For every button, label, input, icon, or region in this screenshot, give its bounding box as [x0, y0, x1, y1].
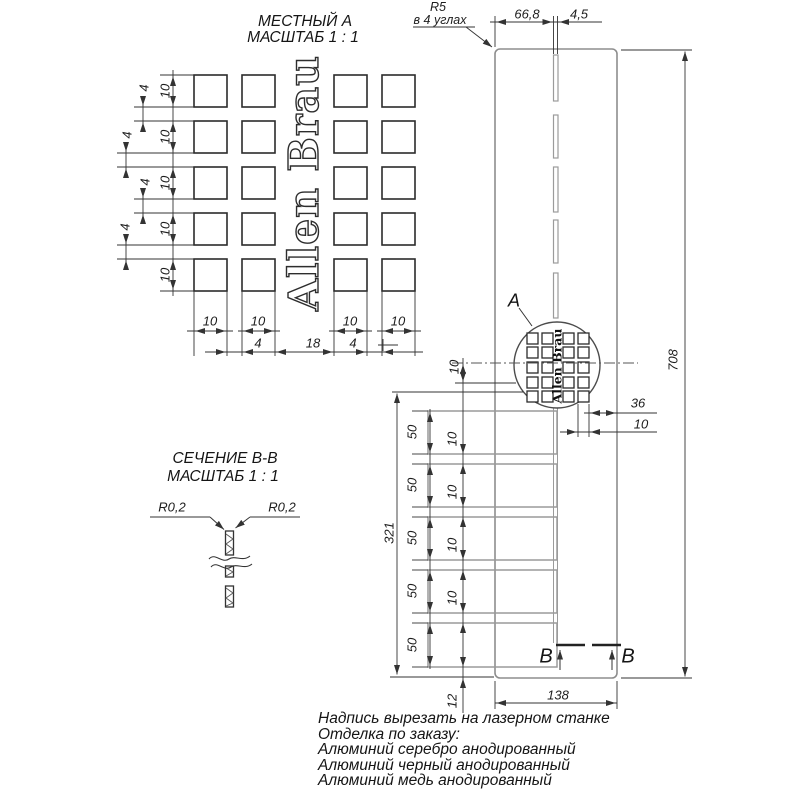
dim-col-gap-4: 4 — [349, 335, 357, 351]
section-mark-b-left: В — [539, 645, 553, 668]
dim-corner-radius: R5 — [430, 0, 446, 14]
note-line: Алюминий черный анодированный — [318, 756, 570, 774]
brand-logo-text-large: Allen Brau — [279, 54, 328, 311]
dim-col-10: 10 — [202, 313, 218, 329]
dim-50-slot: 50 — [404, 530, 420, 546]
dim-row-10: 10 — [157, 83, 173, 99]
dim-row-10: 10 — [157, 221, 173, 237]
section-mark-b-right: В — [621, 645, 635, 668]
dim-col-10: 10 — [390, 313, 406, 329]
section-view-title: СЕЧЕНИЕ В-В — [172, 450, 278, 467]
dim-row-10: 10 — [157, 175, 173, 191]
dim-10-slot-gap: 10 — [444, 431, 460, 447]
dim-321: 321 — [381, 522, 397, 544]
dim-4-5: 4,5 — [569, 6, 589, 22]
note-line: Отделка по заказу: — [318, 725, 460, 743]
dim-10-slot-gap: 10 — [444, 590, 460, 606]
manufacturing-notes: Надпись вырезать на лазерном станке Отде… — [318, 711, 610, 789]
dim-col-10: 10 — [250, 313, 266, 329]
dim-10-slot-gap: 10 — [444, 537, 460, 553]
corner-note: в 4 углах — [413, 13, 467, 27]
section-view-scale: МАСШТАБ 1 : 1 — [167, 468, 279, 485]
dim-row-10: 10 — [157, 267, 173, 283]
dim-10-logo-row: 10 — [446, 359, 462, 375]
note-line: Алюминий серебро анодированный — [318, 741, 576, 758]
dim-12: 12 — [444, 693, 460, 709]
dim-logo-gap-18: 18 — [305, 335, 321, 351]
note-line: Надпись вырезать на лазерном станке — [318, 710, 610, 727]
dim-col-gap-4: 4 — [254, 335, 262, 351]
dim-fillet-r02-left: R0,2 — [158, 499, 186, 515]
dim-50-slot: 50 — [404, 583, 420, 599]
dim-gap-4: 4 — [137, 178, 153, 186]
dim-row-10: 10 — [157, 129, 173, 145]
dim-10-slot-gap: 10 — [444, 484, 460, 500]
dim-138-width: 138 — [547, 687, 569, 703]
detail-mark-a: А — [507, 290, 521, 311]
dim-50-slot: 50 — [404, 477, 420, 493]
dim-708-length: 708 — [665, 349, 681, 371]
dim-36: 36 — [630, 395, 646, 411]
dim-gap-4: 4 — [119, 131, 135, 139]
dim-fillet-r02-right: R0,2 — [268, 499, 296, 515]
dim-gap-4: 4 — [117, 223, 133, 231]
dim-gap-4: 4 — [136, 84, 152, 92]
dim-66-8: 66,8 — [514, 6, 540, 22]
note-line: Алюминий медь анодированный — [318, 772, 552, 789]
dim-50-slot: 50 — [404, 424, 420, 440]
detail-view-scale: МАСШТАБ 1 : 1 — [247, 29, 359, 46]
dim-10-logo-col: 10 — [633, 416, 649, 432]
dim-col-10: 10 — [342, 313, 358, 329]
detail-view-title: МЕСТНЫЙ А — [257, 13, 353, 30]
brand-logo-text-small: Allen Brau — [549, 328, 565, 404]
dim-50-slot: 50 — [404, 637, 420, 653]
